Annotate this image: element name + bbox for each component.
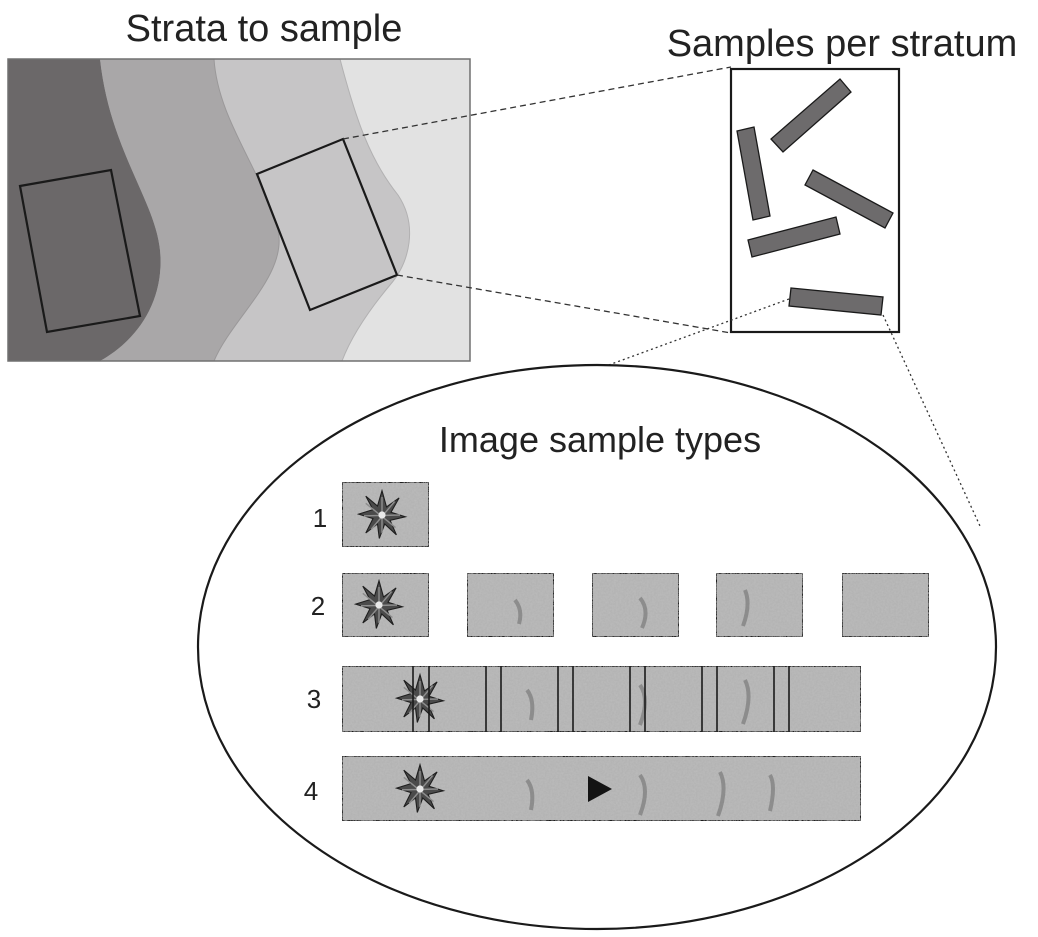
stratum-boundary [339, 58, 410, 362]
sample-bar [804, 169, 894, 229]
frame-overlap-lines [412, 666, 790, 732]
row-4: 4 [304, 755, 862, 822]
zoom-connector-line [342, 66, 732, 140]
strata-map [7, 58, 471, 362]
image-frame [841, 572, 930, 638]
sample-area-stratum-1 [18, 168, 142, 334]
stratum-1 [8, 59, 161, 361]
seabed-texture [513, 589, 750, 629]
image-types-title: Image sample types [439, 419, 761, 460]
seabed-texture [525, 771, 775, 817]
zoom-connector-line [396, 274, 732, 334]
strata-map-border [7, 58, 471, 362]
image-frame [715, 572, 804, 638]
row-3: 3 [307, 665, 862, 733]
row-2: 2 [311, 572, 930, 638]
strata-title: Strata to sample [126, 8, 403, 50]
stratum-2 [100, 59, 280, 361]
row-label: 3 [307, 684, 321, 714]
row-label: 1 [313, 503, 327, 533]
zoom-connector-line [882, 314, 981, 527]
row-label: 2 [311, 591, 325, 621]
samples-title: Samples per stratum [667, 23, 1018, 65]
play-arrow-icon [588, 776, 612, 802]
image-frame [591, 572, 680, 638]
sample-bar [747, 216, 841, 258]
sample-bar [770, 78, 852, 153]
image-frame [466, 572, 555, 638]
row-1: 1 [313, 481, 430, 548]
sample-bar [788, 287, 884, 316]
row-label: 4 [304, 776, 318, 806]
sample-bar [736, 126, 771, 221]
samples-panel [729, 67, 901, 334]
